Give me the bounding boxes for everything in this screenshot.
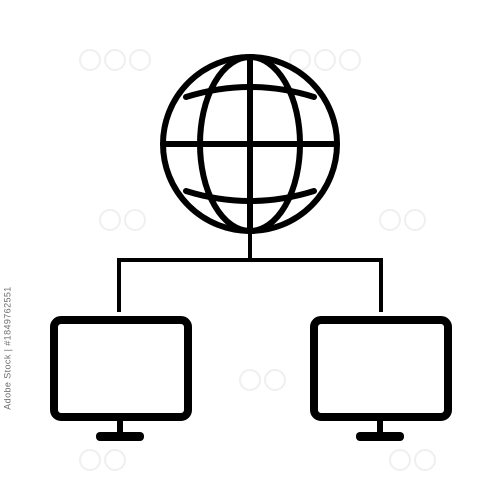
- monitor-screen: [50, 316, 192, 421]
- stock-id-label: Adobe Stock | #1849762551: [1, 268, 15, 428]
- monitor-screen: [310, 316, 452, 421]
- stock-id-text: Adobe Stock | #1849762551: [3, 286, 13, 410]
- globe-parallel-upper: [183, 84, 317, 100]
- monitor-base: [356, 432, 404, 441]
- globe-icon: [160, 54, 340, 234]
- monitor-base: [96, 432, 144, 441]
- monitor-icon: [310, 316, 452, 441]
- monitor-icon: [50, 316, 192, 441]
- network-tree-connector: [117, 229, 383, 312]
- globe-parallel-lower: [183, 188, 317, 204]
